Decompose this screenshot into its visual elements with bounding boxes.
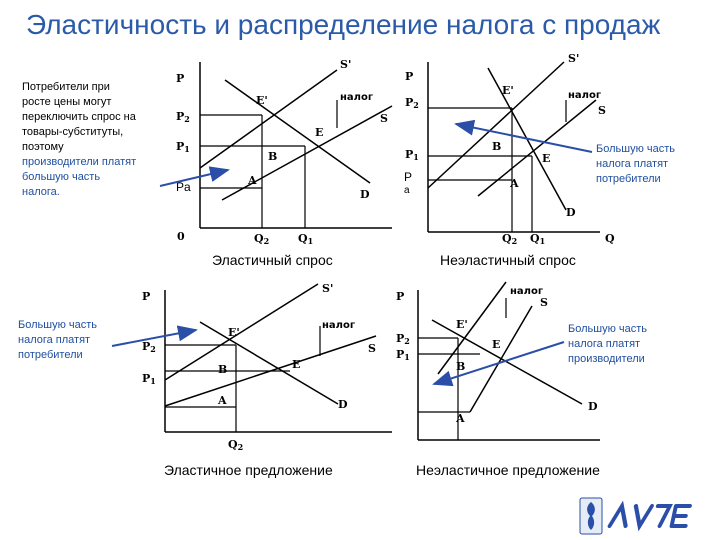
s-tax-label: S' <box>322 282 333 295</box>
note-line: налога платят <box>568 338 641 350</box>
s-label: S <box>598 104 606 117</box>
p-axis-label: P <box>142 290 150 303</box>
note-line: товары-субституты, <box>22 126 124 138</box>
q2-label: Q2 <box>502 232 517 246</box>
supply-tax-curve <box>427 61 565 189</box>
e-label: E <box>315 126 323 139</box>
note-line: производители <box>568 353 645 365</box>
note-line: Большую часть <box>18 319 97 331</box>
d-label: D <box>566 206 576 219</box>
q-axis-label: Q <box>605 232 615 245</box>
note-line: потребители <box>596 173 661 185</box>
note-line: росте цены могут <box>22 96 112 108</box>
caption-elastic-demand: Эластичный спрос <box>212 252 333 268</box>
e-label: E <box>542 152 550 165</box>
note-line: налога. <box>22 186 60 198</box>
s-label: S <box>368 342 376 355</box>
q1-label: Q1 <box>530 232 545 246</box>
e-tax-label: E' <box>256 94 268 107</box>
a-label: A <box>509 177 519 190</box>
p2-label: P2 <box>396 332 410 346</box>
demand-curve <box>199 321 339 405</box>
pa-letter: P <box>404 170 413 184</box>
callout-arrow-bl <box>111 325 198 347</box>
q2-label: Q2 <box>228 438 243 452</box>
note-inelastic-supply: Большую часть налога платят производител… <box>568 322 688 367</box>
p1-label: P1 <box>176 140 190 154</box>
note-line: налога платят <box>18 334 91 346</box>
supply-tax-curve <box>164 283 319 381</box>
note-line: большую часть <box>22 171 101 183</box>
pa-label-tl: Pa <box>176 180 191 194</box>
e-label: E <box>492 338 500 351</box>
s-tax-label: S' <box>340 58 351 71</box>
p-axis-label: P <box>396 290 404 303</box>
panel-inelastic-demand: P P2 P1 Q2 Q1 Q S' S D налог E' E B A <box>405 52 615 246</box>
b-label: B <box>456 360 465 373</box>
p2-label: P2 <box>405 96 419 110</box>
supply-tax-curve <box>437 281 507 375</box>
zero-label: 0 <box>177 230 185 243</box>
note-line: Большую часть <box>596 143 675 155</box>
p-axis-label: P <box>176 72 184 85</box>
d-label: D <box>588 400 598 413</box>
note-line: потребители <box>18 349 83 361</box>
tax-label: налог <box>322 320 355 331</box>
note-inelastic-demand: Большую часть налога платят потребители <box>596 142 706 187</box>
pa-label-tr: P a <box>404 170 412 198</box>
callout-arrow-br <box>432 341 565 387</box>
a-label: A <box>455 412 465 425</box>
note-line: поэтому <box>22 141 64 153</box>
d-label: D <box>338 398 348 411</box>
demand-curve <box>224 79 371 184</box>
b-label: B <box>492 140 501 153</box>
pa-sub: a <box>404 185 410 196</box>
b-label: B <box>268 150 277 163</box>
supply-curve <box>221 105 393 201</box>
demand-curve <box>431 319 583 405</box>
p1-label: P1 <box>405 148 419 162</box>
tax-label: налог <box>568 90 601 101</box>
note-line: Большую часть <box>568 323 647 335</box>
slide-title: Эластичность и распределение налога с пр… <box>26 9 661 40</box>
panel-inelastic-supply: P P2 P1 S D налог E' E B A <box>396 281 600 441</box>
callout-arrow-tr <box>454 119 593 153</box>
caption-inelastic-supply: Неэластичное предложение <box>416 462 600 478</box>
panel-elastic-supply: P P2 P1 Q2 S' S D налог E' E B A <box>142 282 392 452</box>
note-line: переключить спрос на <box>22 111 136 123</box>
tax-label: налог <box>510 286 543 297</box>
caption-elastic-supply: Эластичное предложение <box>164 462 333 478</box>
university-logo <box>579 497 692 535</box>
note-elastic-supply: Большую часть налога платят потребители <box>18 318 128 363</box>
d-label: D <box>360 188 370 201</box>
s-tax-label: S' <box>568 52 579 65</box>
s-label: S <box>540 296 548 309</box>
panel-elastic-demand: P P2 P1 0 Q2 Q1 S' S D налог E' E B A <box>176 58 393 246</box>
note-line: Потребители при <box>22 81 110 93</box>
supply-tax-curve <box>199 69 338 169</box>
tax-label: налог <box>340 92 373 103</box>
s-label: S <box>380 112 388 125</box>
e-label: E <box>292 358 300 371</box>
p1-label: P1 <box>396 348 410 362</box>
e-tax-label: E' <box>228 326 240 339</box>
p2-label: P2 <box>176 110 190 124</box>
e-tax-label: E' <box>502 84 514 97</box>
e-tax-label: E' <box>456 318 468 331</box>
q1-label: Q1 <box>298 232 313 246</box>
note-line: производители платят <box>22 156 137 168</box>
a-label: A <box>247 174 257 187</box>
b-label: B <box>218 363 227 376</box>
caption-inelastic-demand: Неэластичный спрос <box>440 252 576 268</box>
note-line: налога платят <box>596 158 669 170</box>
q2-label: Q2 <box>254 232 269 246</box>
note-elastic-demand: Потребители при росте цены могут переклю… <box>22 80 182 200</box>
a-label: A <box>217 394 227 407</box>
callout-arrow-tl <box>159 166 230 187</box>
p1-label: P1 <box>142 372 156 386</box>
p2-label: P2 <box>142 340 156 354</box>
p-axis-label: P <box>405 70 413 83</box>
